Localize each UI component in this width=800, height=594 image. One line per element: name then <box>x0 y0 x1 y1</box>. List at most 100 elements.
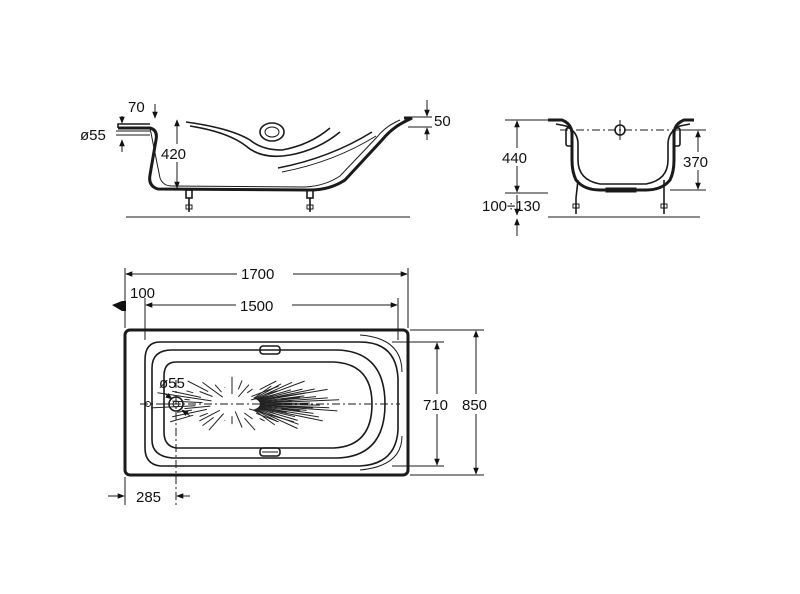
side-overflow-dim: ø55 <box>80 127 106 144</box>
dim-drain-leader-2 <box>181 409 191 417</box>
plan-basin-inner <box>163 361 373 449</box>
anti-slip-ray <box>259 417 265 422</box>
dim-drain-leader <box>163 392 173 400</box>
plan-view: 1700 1500 100 ø55 710 850 285 <box>108 264 495 506</box>
anti-slip-ray <box>169 414 194 423</box>
anti-slip-ray <box>258 388 315 401</box>
side-armrest-bottom <box>189 125 341 158</box>
anti-slip-ray <box>172 400 203 404</box>
end-total-height: 440 <box>502 150 527 167</box>
anti-slip-ray <box>172 408 208 418</box>
dim-1700-bg <box>237 264 293 282</box>
side-foot-right <box>306 189 314 212</box>
anti-slip-ray <box>187 380 209 393</box>
plan-basin-outer <box>151 349 386 459</box>
plan-overall-width: 850 <box>462 397 487 414</box>
anti-slip-ray <box>150 405 196 409</box>
anti-slip-ray <box>281 408 301 412</box>
end-leg-left <box>572 179 580 214</box>
end-view: 440 370 100÷130 <box>482 118 716 236</box>
plan-end-offset: 100 <box>130 285 155 302</box>
anti-slip-ray <box>199 412 208 417</box>
anti-slip-ray <box>202 416 214 427</box>
dim-420-bg <box>158 144 194 162</box>
anti-slip-ray <box>255 408 299 425</box>
anti-slip-ray <box>199 391 213 397</box>
anti-slip-ray <box>247 388 253 394</box>
anti-slip-ray <box>208 413 224 431</box>
side-rim-left <box>117 123 150 128</box>
anti-slip-ray <box>214 384 222 393</box>
anti-slip-ray <box>244 412 253 420</box>
anti-slip-ray <box>255 408 298 429</box>
end-handle-left <box>565 127 573 147</box>
anti-slip-ray <box>257 388 303 401</box>
side-armrest-top <box>185 121 331 151</box>
anti-slip-ray <box>257 407 296 418</box>
anti-slip-ray <box>254 408 277 422</box>
anti-slip-ray <box>202 381 223 398</box>
plan-inner-length: 1500 <box>240 298 273 315</box>
side-overflow-inner <box>264 126 280 138</box>
end-handle-right <box>673 127 681 147</box>
dim-100-arrow <box>112 301 122 311</box>
anti-slip-ray <box>259 404 338 412</box>
anti-slip-ray <box>186 390 194 394</box>
anti-slip-ray <box>237 380 243 390</box>
plan-outer-rim <box>123 328 410 477</box>
dim-rim-thickness: 50 <box>434 113 451 130</box>
dim-440-bg <box>499 148 535 166</box>
anti-slip-ray <box>253 385 272 399</box>
anti-slip-ray <box>184 405 211 410</box>
anti-slip-ray <box>234 411 243 428</box>
anti-slip-ray <box>259 399 340 404</box>
plan-handle-bottom <box>259 447 281 457</box>
anti-slip-ray <box>259 405 307 411</box>
plan-drain-offset: 285 <box>136 489 161 506</box>
anti-slip-ray <box>256 389 292 401</box>
anti-slip-ray <box>259 395 305 402</box>
anti-slip-ray <box>259 406 314 414</box>
side-foot-left <box>185 189 193 212</box>
side-armrest-curve <box>277 131 373 169</box>
end-drain <box>605 187 637 193</box>
anti-slip-ray <box>237 384 250 398</box>
anti-slip-ray <box>259 404 330 409</box>
anti-slip-ray <box>255 381 293 400</box>
side-armrest-curve2 <box>281 135 377 173</box>
plan-inner-width: 710 <box>423 397 448 414</box>
dim-850-bg <box>459 394 495 414</box>
plan-handle-top <box>259 345 281 355</box>
anti-slip-ray <box>244 417 256 431</box>
side-inner-line <box>149 119 401 188</box>
anti-slip-ray <box>254 383 282 400</box>
anti-slip-ray <box>281 396 301 400</box>
anti-slip-ray <box>253 409 276 426</box>
anti-slip-ray <box>258 388 328 402</box>
plan-overall-length: 1700 <box>241 266 274 283</box>
side-overflow-ring <box>259 122 285 142</box>
dim-370-bg <box>680 152 716 170</box>
anti-slip-ray <box>259 396 317 403</box>
end-inner-height: 370 <box>683 154 708 171</box>
anti-slip-ray <box>258 406 320 418</box>
anti-slip-ray <box>172 390 202 398</box>
plan-rim-accent-bottom <box>359 435 403 471</box>
dim-710-bg <box>420 394 456 414</box>
anti-slip-ray <box>256 407 298 421</box>
anti-slip-ray <box>184 398 190 401</box>
anti-slip-ray <box>199 409 221 422</box>
anti-slip-ray <box>255 380 305 400</box>
anti-slip-ray <box>259 380 277 391</box>
dim-1500-bg <box>236 296 292 314</box>
plan-drain-diameter: ø55 <box>159 375 185 392</box>
end-inner-line <box>555 123 691 185</box>
dim-depth: 420 <box>161 146 186 163</box>
plan-rim-accent-top <box>359 334 403 373</box>
dim-100-block <box>122 301 126 311</box>
anti-slip-ray <box>259 397 328 404</box>
side-view: 70 ø55 420 50 <box>80 99 451 218</box>
end-foot-adjust: 100÷130 <box>482 198 540 215</box>
plan-inner-rim <box>144 341 399 467</box>
